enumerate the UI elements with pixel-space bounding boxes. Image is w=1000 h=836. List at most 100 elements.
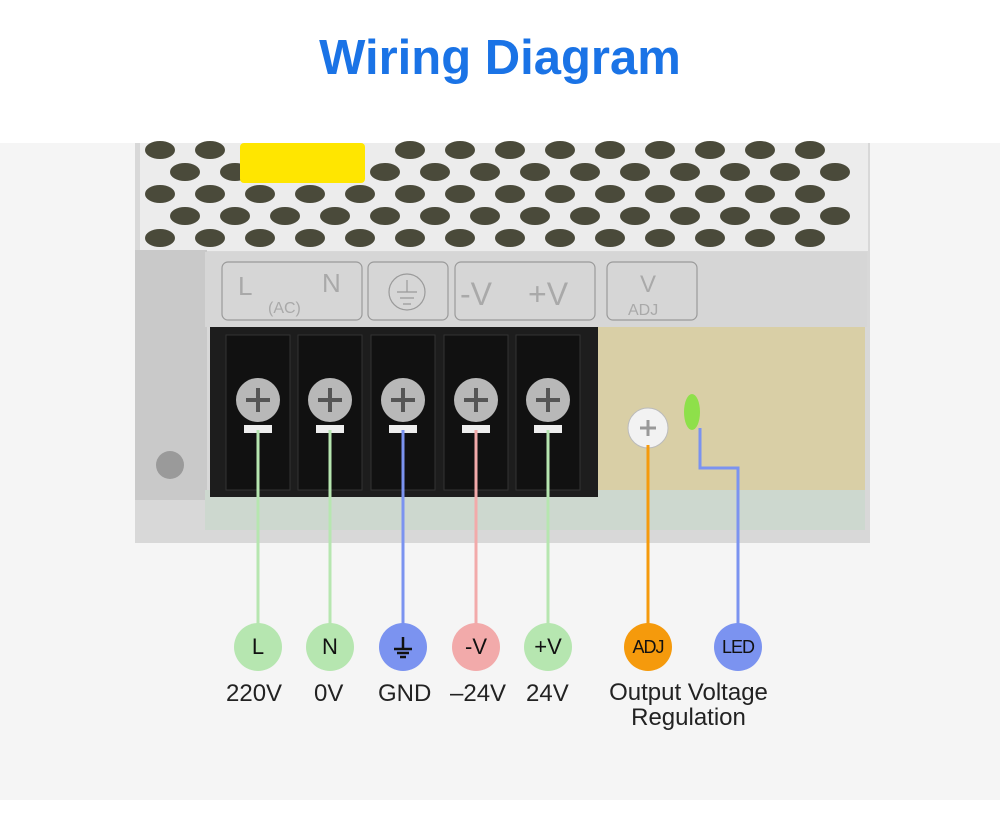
- vent-hole: [445, 141, 475, 159]
- vent-hole: [295, 185, 325, 203]
- vent-hole: [520, 207, 550, 225]
- ground-icon: [394, 637, 412, 659]
- vent-hole: [245, 185, 275, 203]
- warning-sticker: [240, 143, 365, 183]
- vent-hole: [170, 207, 200, 225]
- vent-hole: [395, 141, 425, 159]
- vent-hole: [745, 141, 775, 159]
- terminal-badge: L: [234, 623, 282, 671]
- vent-hole: [795, 141, 825, 159]
- terminal-badge: N: [306, 623, 354, 671]
- vent-hole: [545, 229, 575, 247]
- vent-hole: [320, 207, 350, 225]
- plate-label-n: N: [322, 268, 341, 298]
- plate-label-adj: ADJ: [628, 302, 658, 319]
- caption-line2: Regulation: [631, 704, 746, 731]
- terminal-symbol: -V: [465, 634, 487, 659]
- vent-hole: [195, 229, 225, 247]
- vent-hole: [145, 229, 175, 247]
- plate-label-ac: (AC): [268, 300, 301, 317]
- vent-hole: [470, 163, 500, 181]
- plate-label-minus-v: -V: [460, 276, 493, 312]
- vent-hole: [795, 229, 825, 247]
- vent-hole: [645, 185, 675, 203]
- terminal-badge: LED: [714, 623, 762, 671]
- terminal-symbol: N: [322, 634, 338, 659]
- vent-hole: [720, 163, 750, 181]
- vent-hole: [495, 229, 525, 247]
- terminal-symbol: LED: [721, 636, 755, 657]
- vent-hole: [495, 185, 525, 203]
- mount-screw: [156, 451, 184, 479]
- vent-hole: [770, 207, 800, 225]
- vent-hole: [345, 185, 375, 203]
- vent-holes: [145, 141, 850, 247]
- vent-hole: [495, 141, 525, 159]
- vent-hole: [595, 141, 625, 159]
- vent-hole: [745, 229, 775, 247]
- label-0v: 0V: [314, 680, 344, 707]
- label-gnd: GND: [378, 680, 432, 707]
- front-plate: [205, 252, 867, 327]
- vent-hole: [645, 229, 675, 247]
- terminal-badge: [379, 623, 427, 671]
- vent-hole: [820, 207, 850, 225]
- vent-hole: [470, 207, 500, 225]
- vent-hole: [795, 185, 825, 203]
- vent-hole: [170, 163, 200, 181]
- vent-hole: [545, 185, 575, 203]
- vent-hole: [370, 207, 400, 225]
- vent-hole: [145, 185, 175, 203]
- vent-hole: [670, 163, 700, 181]
- vent-hole: [820, 163, 850, 181]
- wire: [698, 428, 740, 625]
- vent-hole: [445, 229, 475, 247]
- terminal-badge: ADJ: [624, 623, 672, 671]
- vent-hole: [420, 207, 450, 225]
- led: [684, 394, 700, 430]
- vent-hole: [570, 207, 600, 225]
- vent-hole: [670, 207, 700, 225]
- vent-hole: [695, 229, 725, 247]
- vent-hole: [395, 229, 425, 247]
- plate-label-v: V: [640, 271, 656, 298]
- plate-label-l: L: [238, 271, 252, 301]
- vent-hole: [595, 229, 625, 247]
- terminal-badge: -V: [452, 623, 500, 671]
- vent-hole: [645, 141, 675, 159]
- vent-hole: [295, 229, 325, 247]
- terminal-symbol: ADJ: [632, 636, 664, 657]
- terminal-badge: +V: [524, 623, 572, 671]
- vent-hole: [595, 185, 625, 203]
- page-title: Wiring Diagram: [319, 31, 681, 85]
- vent-hole: [445, 185, 475, 203]
- vent-hole: [220, 207, 250, 225]
- vent-hole: [770, 163, 800, 181]
- vent-hole: [195, 185, 225, 203]
- vent-hole: [270, 207, 300, 225]
- plate-label-plus-v: +V: [528, 276, 569, 312]
- plate-ground-icon: [388, 273, 426, 311]
- vent-hole: [695, 141, 725, 159]
- vent-hole: [195, 141, 225, 159]
- label-output-voltage-regulation: Output Voltage Regulation: [597, 680, 780, 730]
- vent-hole: [545, 141, 575, 159]
- vent-hole: [145, 141, 175, 159]
- vent-hole: [620, 163, 650, 181]
- vent-hole: [345, 229, 375, 247]
- vent-hole: [695, 185, 725, 203]
- vent-hole: [570, 163, 600, 181]
- label-220v: 220V: [226, 680, 283, 707]
- vent-hole: [245, 229, 275, 247]
- vent-hole: [395, 185, 425, 203]
- vent-hole: [620, 207, 650, 225]
- vent-hole: [520, 163, 550, 181]
- vent-hole: [370, 163, 400, 181]
- vent-hole: [420, 163, 450, 181]
- caption-line1: Output Voltage: [609, 679, 768, 706]
- vent-hole: [745, 185, 775, 203]
- terminal-symbol: +V: [534, 634, 562, 659]
- label-24v: 24V: [526, 680, 569, 707]
- label-minus-24v: –24V: [450, 680, 507, 707]
